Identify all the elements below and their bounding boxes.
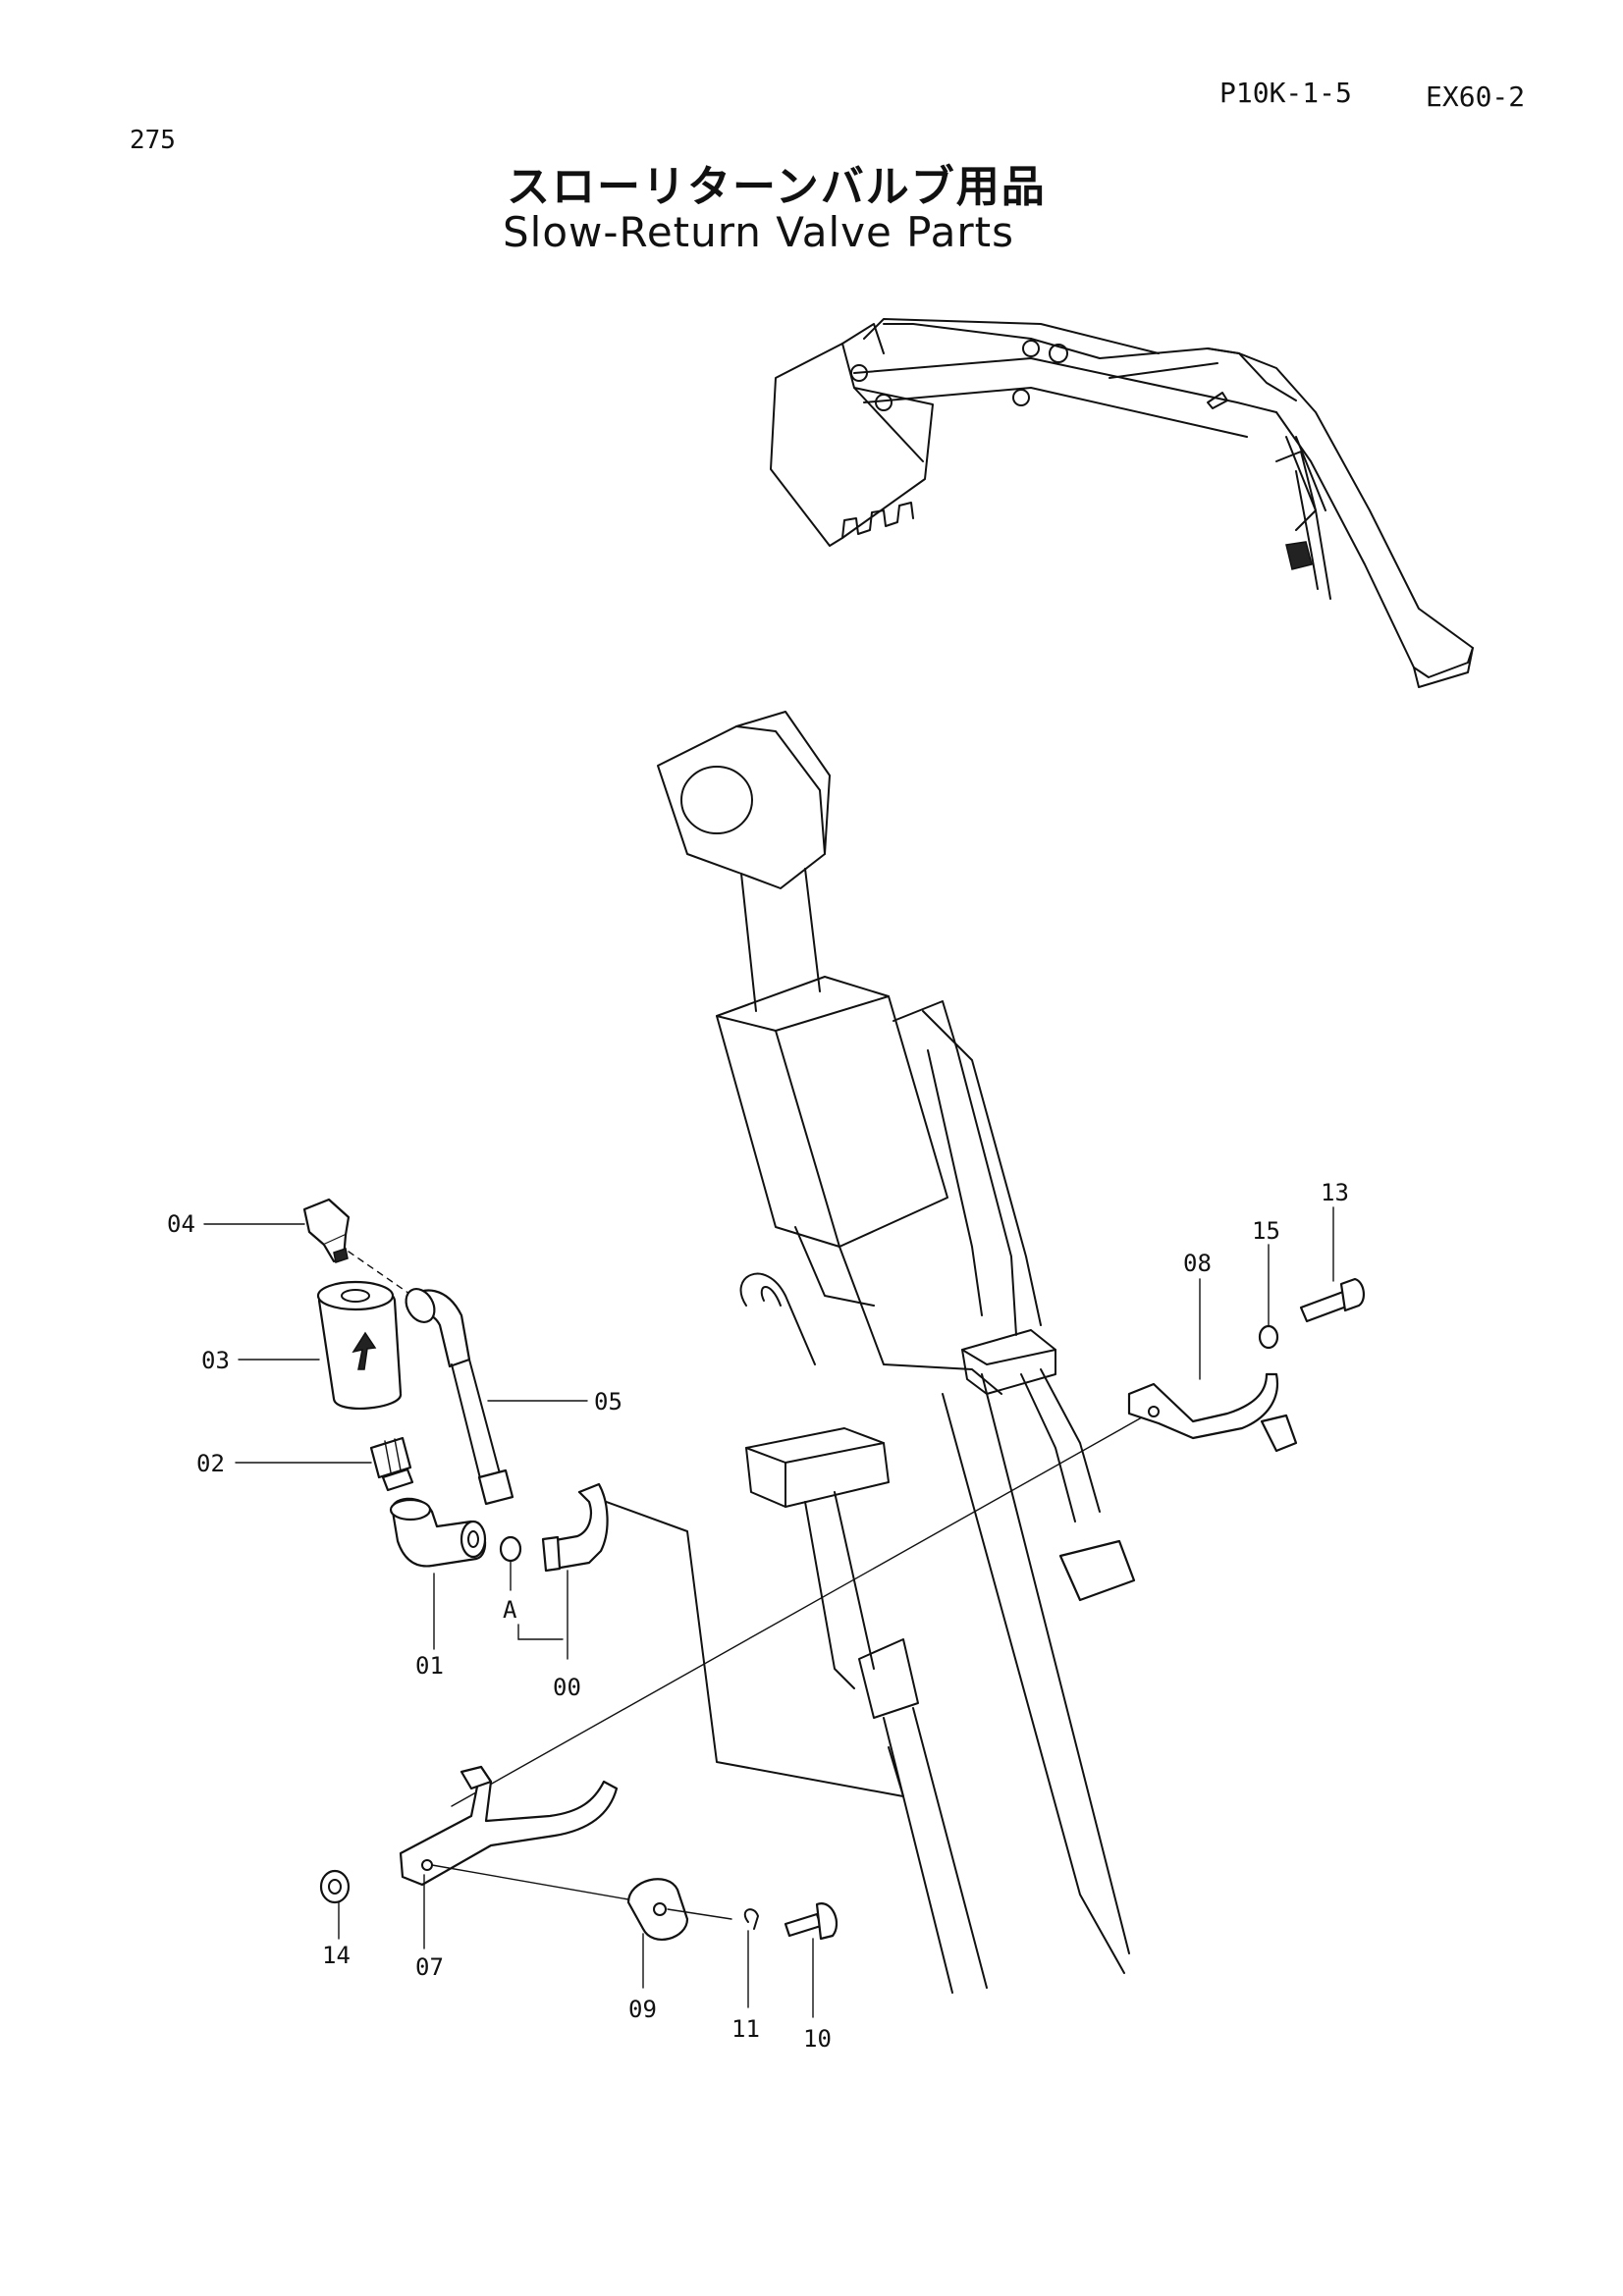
part-04-elbow-fitting — [302, 1198, 413, 1297]
callout-09: 09 — [628, 1996, 657, 2023]
part-13-bolt — [1299, 1277, 1365, 1323]
callout-00: 00 — [553, 1674, 581, 1701]
callout-03: 03 — [201, 1347, 230, 1374]
callout-02: 02 — [196, 1450, 225, 1477]
callout-13: 13 — [1321, 1179, 1349, 1206]
excavator-overview-illustration — [770, 318, 1474, 688]
page-number: 275 — [130, 126, 176, 155]
machine-model-code: EX60-2 — [1426, 80, 1526, 113]
part-05-pipe — [405, 1288, 514, 1506]
callout-14: 14 — [322, 1942, 351, 1969]
page-title-japanese: スローリターンバルブ用品 — [507, 162, 1047, 212]
callout-leader-lines — [203, 1206, 1334, 2018]
callout-15: 15 — [1252, 1217, 1280, 1245]
part-01-elbow — [389, 1497, 487, 1568]
callout-08: 08 — [1183, 1250, 1212, 1277]
part-03-slow-return-valve — [316, 1280, 403, 1410]
part-09-clamp — [626, 1878, 689, 1941]
callout-01: 01 — [415, 1652, 444, 1680]
callout-point-a: A — [503, 1596, 517, 1624]
boom-cylinder-illustration — [578, 711, 1136, 1994]
part-00-elbow-adapter — [499, 1482, 609, 1573]
catalog-section-code: P10K-1-5 — [1219, 77, 1352, 109]
callout-04: 04 — [167, 1210, 195, 1238]
part-10-bolt — [784, 1902, 839, 1941]
part-07-lower-bracket — [399, 1765, 619, 1887]
callout-10: 10 — [803, 2025, 832, 2053]
callout-11: 11 — [731, 2015, 760, 2043]
page-title-english: Slow-Return Valve Parts — [503, 208, 1014, 256]
callout-07: 07 — [415, 1953, 444, 1981]
part-15-washer — [1258, 1324, 1279, 1350]
callout-05: 05 — [594, 1388, 622, 1415]
part-02-nipple — [369, 1436, 414, 1492]
part-11-spring-washer — [743, 1908, 759, 1930]
part-14-nut — [319, 1869, 351, 1904]
part-08-upper-bracket — [1127, 1372, 1298, 1453]
